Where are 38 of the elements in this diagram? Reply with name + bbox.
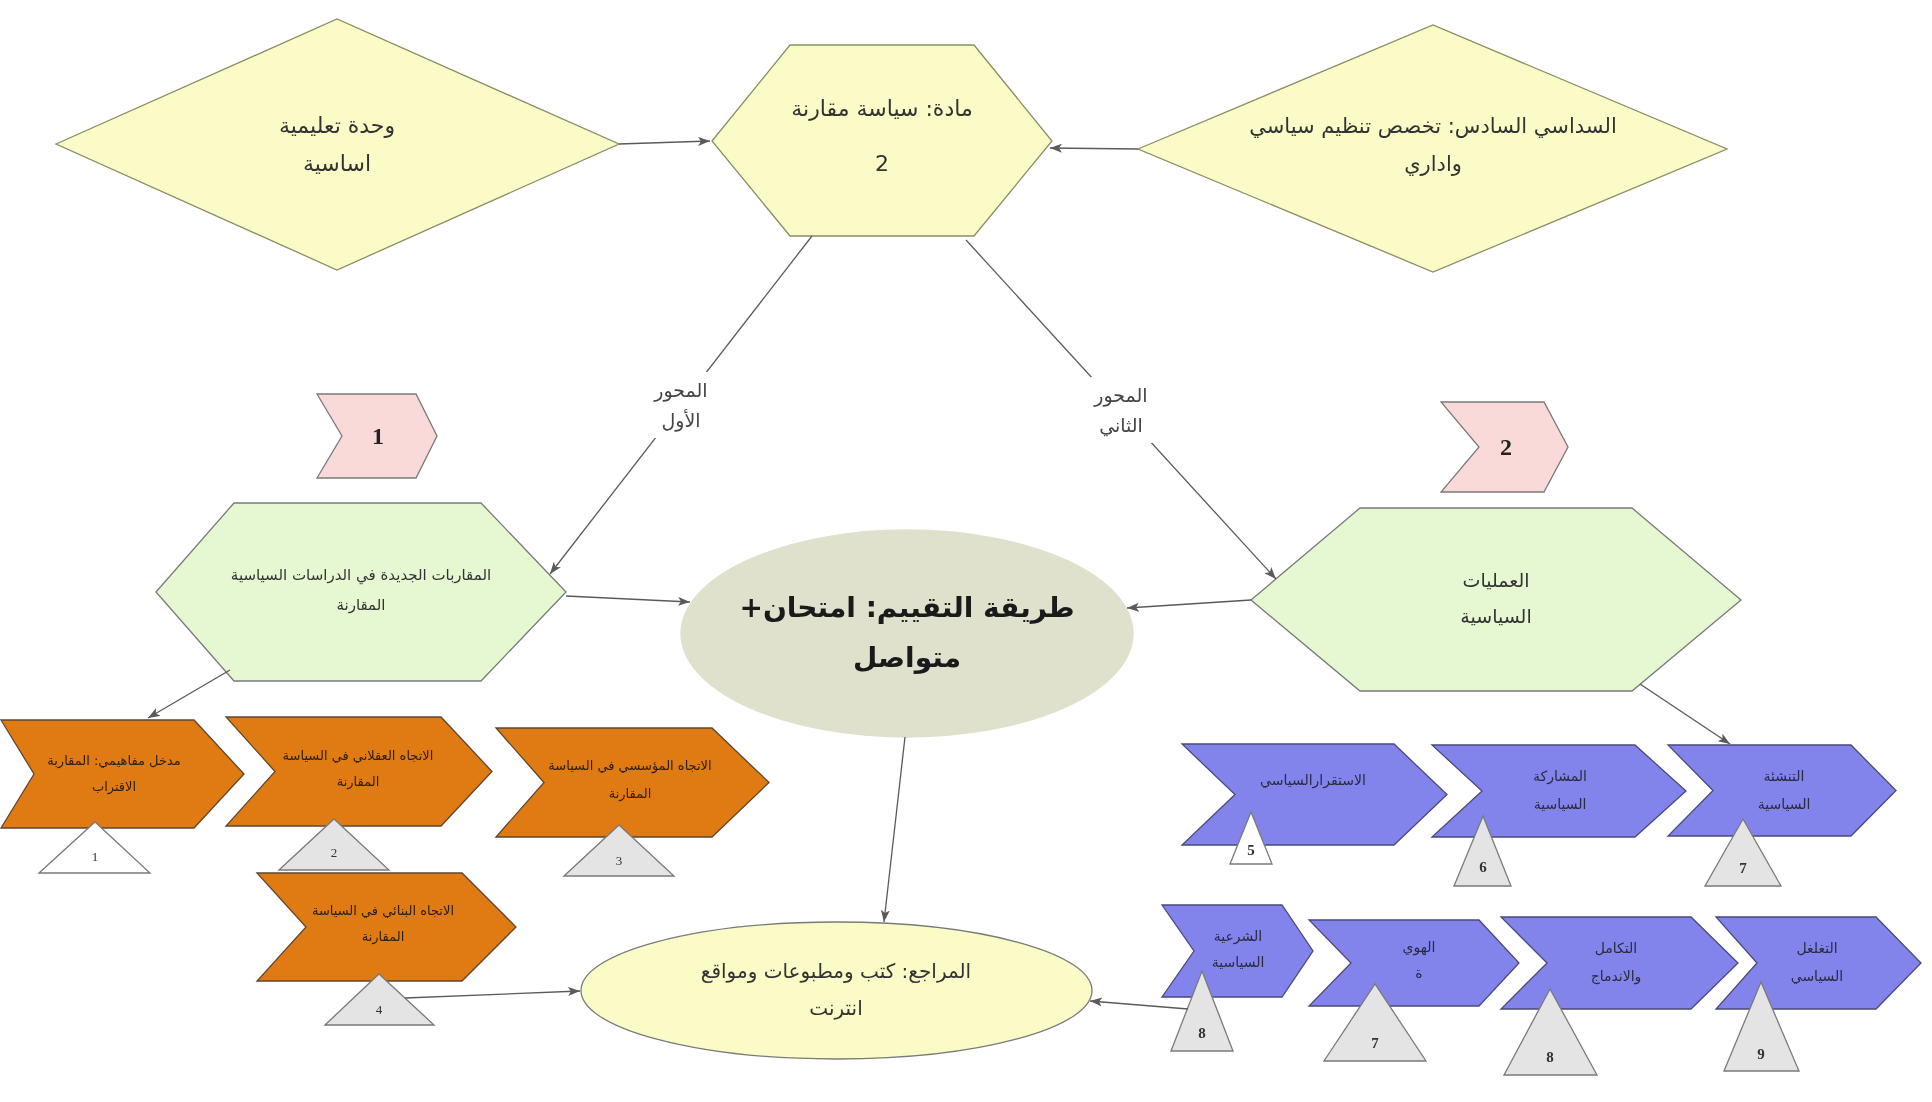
number-triangle: 7 <box>1323 983 1427 1062</box>
number-triangle: 5 <box>1229 811 1273 865</box>
chevron-box: مدخل مفاهيمي: المقاربة الاقتراب <box>0 719 245 829</box>
chevron-box: التكامل والاندماج <box>1500 916 1739 1010</box>
arrow <box>565 595 691 606</box>
number-triangle: 7 <box>1704 818 1782 887</box>
arrow <box>147 669 231 719</box>
diamond-node: السداسي السادس: تخصص تنظيم سياسي واداري <box>1137 24 1728 273</box>
ellipse-node: المراجع: كتب ومطبوعات ومواقع انترنت <box>579 920 1093 1060</box>
hexagon-node: العمليات السياسية <box>1250 507 1742 692</box>
arrow <box>1089 997 1189 1010</box>
number-chevron: 2 <box>1440 401 1569 493</box>
arrow <box>618 136 711 146</box>
chevron-box: الهوي ة <box>1308 919 1520 1007</box>
number-triangle: 3 <box>563 824 675 877</box>
chevron-box: الاتجاه المؤسسي في السياسة المقارنة <box>495 727 770 838</box>
arrow <box>880 736 906 923</box>
number-triangle: 4 <box>324 973 435 1026</box>
diamond-node: وحدة تعليمية اساسية <box>55 18 620 271</box>
chevron-box: الاتجاه البنائي في السياسة المقارنة <box>256 872 517 982</box>
number-triangle: 6 <box>1453 815 1512 887</box>
arrow <box>1126 599 1252 612</box>
hexagon-node: مادة: سياسة مقارنة 2 <box>711 44 1053 237</box>
number-chevron: 1 <box>316 393 438 479</box>
ellipse-node: طريقة التقييم: امتحان+ متواصل <box>680 528 1134 738</box>
chevron-box: التنشئة السياسية <box>1667 744 1897 837</box>
arrow <box>1639 683 1731 745</box>
chevron-box: الاستقرارالسياسي <box>1181 743 1448 846</box>
number-triangle: 8 <box>1170 970 1234 1052</box>
chevron-box: الاتجاه العقلاني في السياسة المقارنة <box>225 716 493 827</box>
number-triangle: 8 <box>1503 988 1598 1076</box>
hexagon-node: المقاربات الجديدة في الدراسات السياسية المقارنة <box>155 502 567 682</box>
number-triangle: 2 <box>278 818 390 871</box>
chevron-box: المشاركة السياسية <box>1431 744 1687 838</box>
chevron-box: التغلغل السياسي <box>1715 916 1922 1010</box>
chevron-box: الشرعية السياسية <box>1161 904 1314 998</box>
number-triangle: 1 <box>38 821 151 874</box>
arrow <box>1049 143 1139 153</box>
